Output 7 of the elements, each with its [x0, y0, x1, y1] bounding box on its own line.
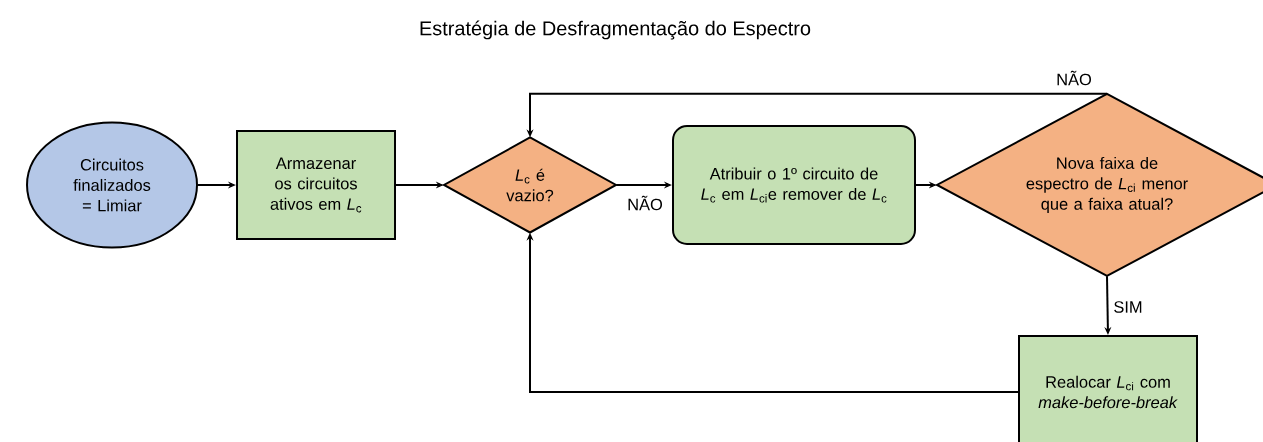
process-box: Armazenar os circuitos ativos em L$_{c}$ — [236, 130, 396, 240]
edge-label: NÃO — [628, 195, 663, 211]
process-box: Realocar L$_{ci}$ com make-before-break — [1018, 335, 1198, 442]
edge-label: SIM — [1114, 301, 1142, 313]
edge-label: NÃO — [1057, 70, 1091, 86]
title: Estratégia de Desfragmentação do Espectro — [420, 20, 811, 40]
process-box: Atribuir o 1º circuito de L$_{c}$ em L$_{ci}$e remover de L$_{c}$ — [672, 125, 916, 245]
